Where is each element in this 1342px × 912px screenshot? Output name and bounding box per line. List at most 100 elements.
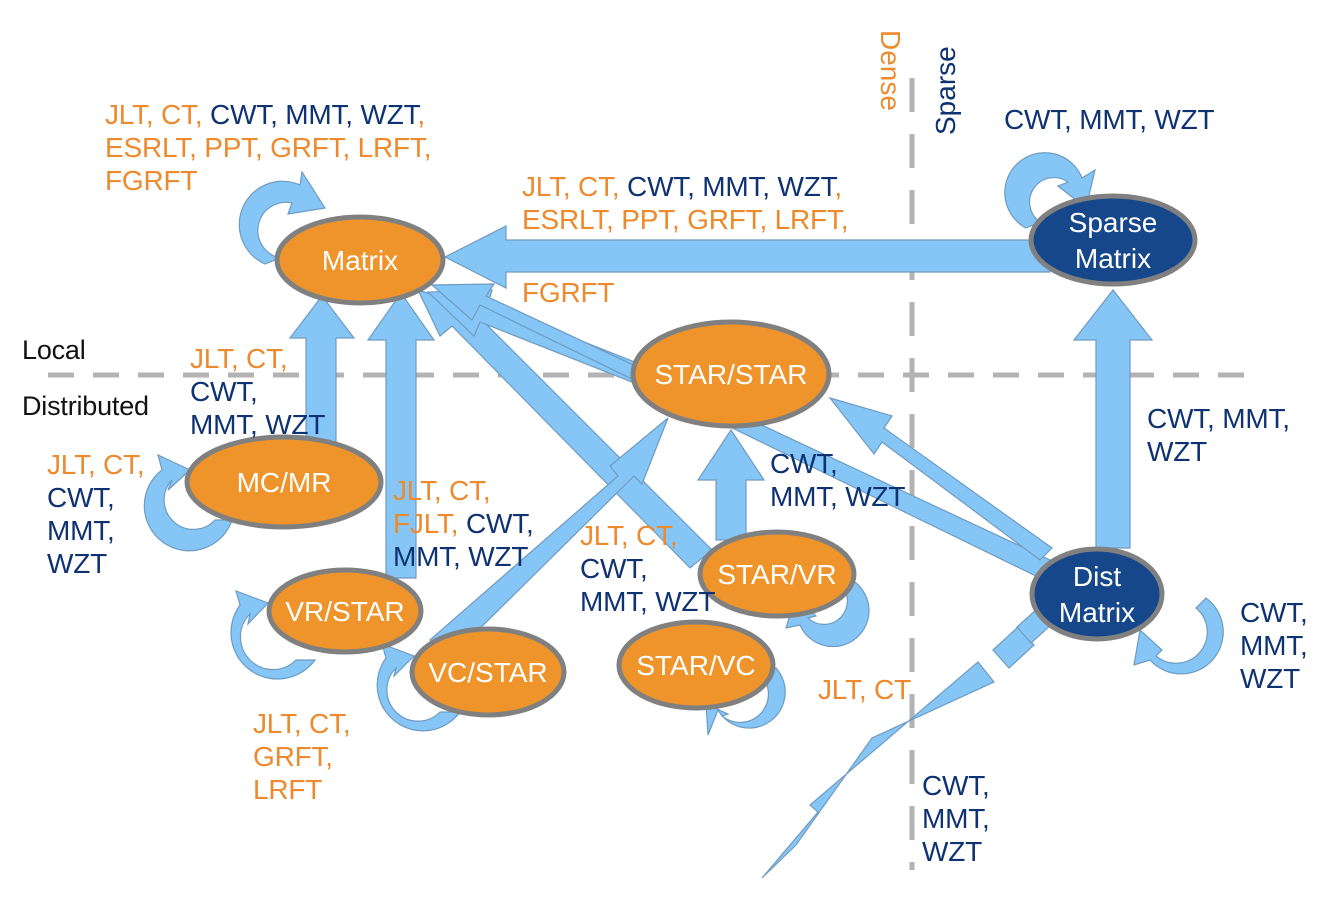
- self-loop-matrix: [238, 170, 326, 265]
- label-line: ESRLT, PPT, GRFT, LRFT,: [105, 131, 431, 164]
- label-line: CWT, MMT, WZT: [1004, 103, 1215, 136]
- node-vc-star[interactable]: VC/STAR: [409, 626, 567, 718]
- label-segment: ,: [834, 171, 842, 202]
- label-line: WZT: [1240, 662, 1308, 695]
- self-loop-starvc: [705, 667, 786, 736]
- label-segment: CWT, MMT,: [1147, 403, 1290, 434]
- label-line: CWT,: [922, 769, 990, 802]
- label-line: JLT, CT, CWT, MMT, WZT,: [105, 98, 431, 131]
- label-line: FGRFT: [105, 164, 431, 197]
- arrow-sparse-to-matrix: [443, 225, 1051, 289]
- arrow-mcmr-to-matrix: [288, 295, 356, 451]
- label-segment: JLT, CT,: [580, 520, 678, 551]
- label-segment: WZT: [1240, 663, 1301, 694]
- self-loop-vcstar: [376, 643, 462, 732]
- node-star-vc-label: STAR/VC: [636, 650, 755, 681]
- label-dist-to-starstar: CWT,MMT, WZT: [770, 447, 905, 513]
- label-star-vr-vc-self: JLT, CT: [818, 673, 911, 706]
- node-sparse-matrix[interactable]: Sparse Matrix: [1028, 193, 1198, 287]
- arrow-starvr-to-starstar: [696, 428, 766, 541]
- node-vr-star-label: VR/STAR: [285, 596, 404, 627]
- self-loop-dist-matrix: [1133, 597, 1224, 675]
- label-line: ESRLT, PPT, GRFT, LRFT,: [522, 203, 848, 236]
- label-line: MMT, WZT: [770, 480, 905, 513]
- label-starvr-edges: JLT, CT,CWT,MMT, WZT: [580, 519, 715, 618]
- label-mcmr-self: JLT, CT,CWT,MMT,WZT: [47, 448, 145, 580]
- label-segment: LRFT: [253, 774, 323, 805]
- label-line: MMT, WZT: [580, 585, 715, 618]
- label-segment: MMT,: [922, 803, 990, 834]
- label-line: MMT, WZT: [393, 540, 534, 573]
- label-segment: FGRFT: [522, 277, 615, 308]
- label-segment: CWT,: [47, 482, 115, 513]
- label-segment: WZT: [1147, 436, 1208, 467]
- label-segment: CWT,: [465, 508, 534, 539]
- node-star-vc[interactable]: STAR/VC: [616, 619, 776, 711]
- node-mc-mr[interactable]: MC/MR: [184, 434, 384, 530]
- arrow-vrstar-to-matrix: [366, 291, 436, 579]
- label-segment: MMT, WZT: [770, 481, 906, 512]
- node-dist-matrix-label-1: Dist: [1073, 561, 1121, 592]
- node-sparse-matrix-label-1: Sparse: [1069, 207, 1158, 238]
- node-star-star-label: STAR/STAR: [655, 359, 808, 390]
- self-loop-starvr: [785, 579, 870, 648]
- label-segment: JLT, CT,: [47, 449, 145, 480]
- label-segment: JLT, CT,: [393, 475, 491, 506]
- node-star-star[interactable]: STAR/STAR: [630, 319, 832, 429]
- label-segment: WZT: [47, 548, 108, 579]
- node-matrix[interactable]: Matrix: [274, 214, 446, 306]
- label-line: FJLT, CWT,: [393, 507, 534, 540]
- region-dense-label: Dense: [875, 30, 906, 111]
- label-segment: ,: [417, 99, 425, 130]
- label-segment: CWT,: [190, 376, 258, 407]
- label-line: WZT: [47, 547, 144, 580]
- node-sparse-matrix-label-2: Matrix: [1075, 243, 1151, 274]
- label-line: JLT, CT,: [253, 707, 351, 740]
- label-line: LRFT: [253, 773, 350, 806]
- label-vr-vc-star-self: JLT, CT,GRFT,LRFT: [253, 707, 351, 806]
- label-sparse-to-matrix: JLT, CT, CWT, MMT, WZT,ESRLT, PPT, GRFT,…: [522, 170, 848, 236]
- node-mc-mr-label: MC/MR: [237, 467, 332, 498]
- label-segment: CWT,: [922, 770, 990, 801]
- node-dist-matrix[interactable]: Dist Matrix: [1029, 546, 1165, 642]
- label-line: WZT: [1147, 435, 1290, 468]
- node-star-vr[interactable]: STAR/VR: [697, 529, 857, 619]
- label-sparse-to-matrix-tail: FGRFT: [522, 276, 615, 309]
- label-segment: MMT, WZT: [393, 541, 529, 572]
- label-segment: CWT, MMT, WZT: [1004, 104, 1215, 135]
- label-segment: JLT, CT,: [190, 343, 288, 374]
- label-segment: ESRLT, PPT, GRFT, LRFT,: [105, 132, 432, 163]
- label-segment: CWT, MMT, WZT: [627, 171, 835, 202]
- node-vc-star-label: VC/STAR: [428, 657, 547, 688]
- label-segment: FJLT,: [393, 508, 466, 539]
- label-line: JLT, CT, CWT, MMT, WZT,: [522, 170, 848, 203]
- label-line: FGRFT: [522, 276, 615, 309]
- label-segment: MMT, WZT: [190, 409, 326, 440]
- label-line: CWT,: [47, 481, 144, 514]
- label-line: JLT, CT,: [393, 474, 534, 507]
- label-segment: CWT, MMT, WZT: [210, 99, 418, 130]
- label-line: CWT, MMT,: [1147, 402, 1290, 435]
- label-vrstar-edges: JLT, CT,FJLT, CWT,MMT, WZT: [393, 474, 534, 573]
- label-line: GRFT,: [253, 740, 350, 773]
- label-segment: CWT,: [770, 448, 838, 479]
- label-line: MMT,: [1240, 629, 1308, 662]
- label-segment: JLT, CT,: [105, 99, 211, 130]
- region-distributed-label: Distributed: [22, 391, 149, 421]
- label-dist-outgoing: CWT,MMT,WZT: [922, 769, 990, 868]
- label-segment: GRFT,: [253, 741, 333, 772]
- arrow-dist-to-sparse: [1072, 289, 1154, 549]
- label-line: MMT, WZT: [190, 408, 325, 441]
- node-vr-star[interactable]: VR/STAR: [266, 567, 424, 655]
- region-sparse-label: Sparse: [930, 46, 961, 135]
- label-line: CWT,: [190, 375, 325, 408]
- region-local-label: Local: [22, 335, 86, 365]
- label-segment: MMT, WZT: [580, 586, 716, 617]
- label-line: CWT,: [1240, 596, 1308, 629]
- label-line: JLT, CT: [818, 673, 911, 706]
- label-segment: JLT, CT: [818, 674, 911, 705]
- label-line: JLT, CT,: [47, 448, 145, 481]
- label-line: MMT,: [922, 802, 990, 835]
